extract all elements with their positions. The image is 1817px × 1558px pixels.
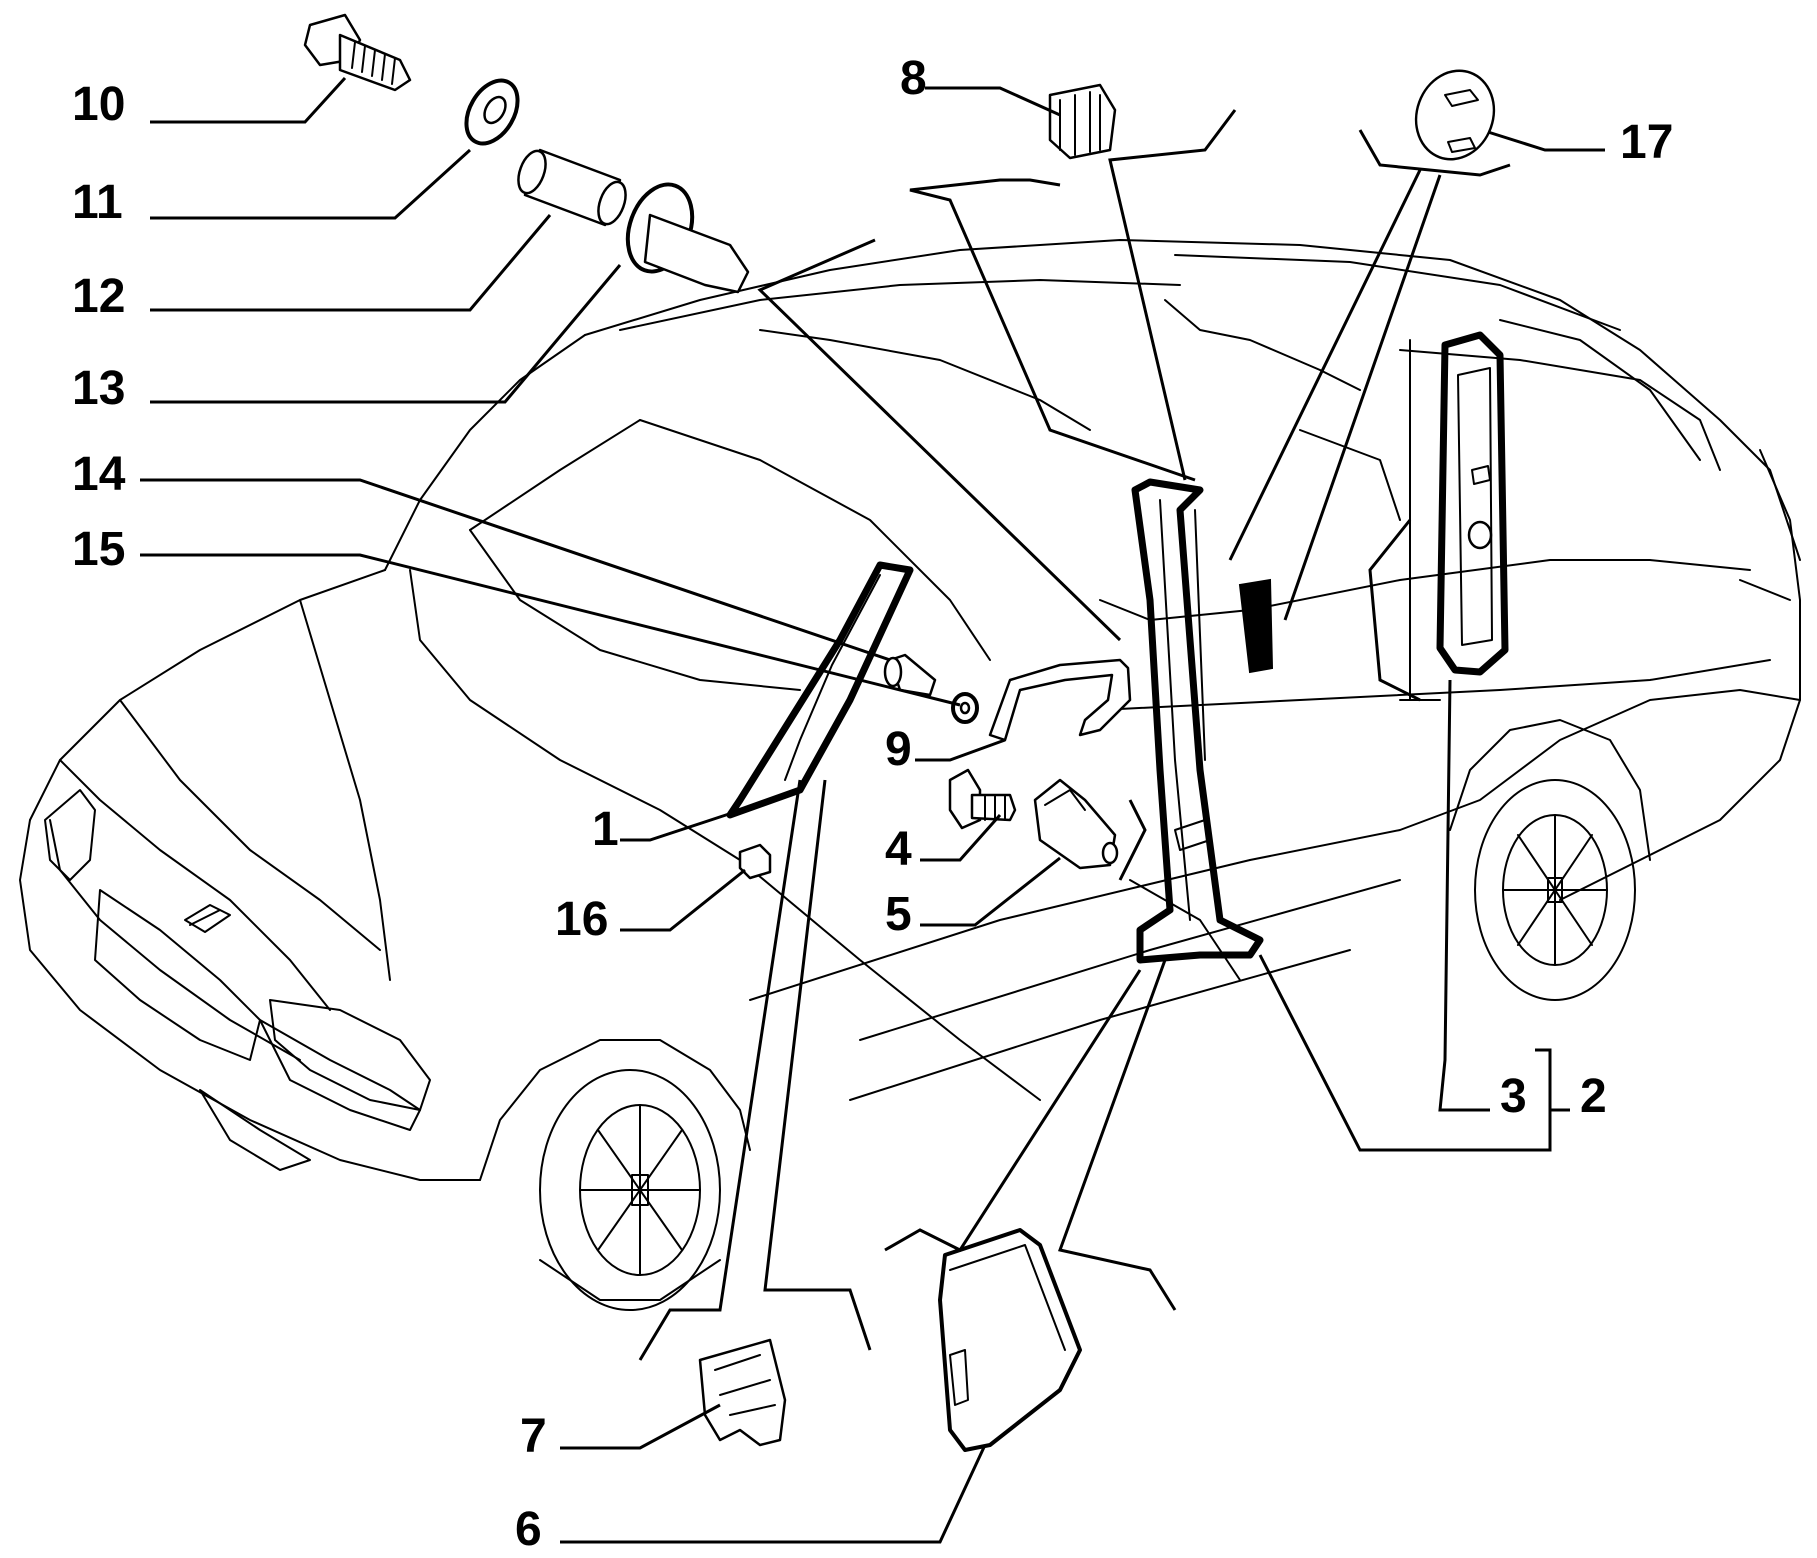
cover-part-6 [938, 1228, 1082, 1452]
bolt-part-14 [883, 653, 937, 697]
callout-6: 6 [515, 1503, 542, 1556]
callout-3: 3 [1500, 1070, 1527, 1123]
callout-2: 2 [1580, 1070, 1607, 1123]
washer-part-11 [464, 78, 520, 146]
a-pillar-trim-part-1 [726, 561, 914, 819]
seal-strip-part [1238, 578, 1274, 674]
callout-14: 14 [72, 448, 126, 501]
callout-13: 13 [72, 362, 125, 415]
callout-10: 10 [72, 78, 125, 131]
spacer-part-12 [517, 148, 627, 227]
washer-part-15 [951, 692, 979, 724]
callout-4: 4 [885, 823, 912, 876]
block-part-16 [738, 843, 772, 880]
callout-5: 5 [885, 888, 912, 941]
callout-1: 1 [592, 803, 619, 856]
clip-part-8 [1048, 83, 1117, 160]
bracket-part-7 [698, 1338, 787, 1447]
clip-part-13 [625, 182, 750, 294]
callout-15: 15 [72, 523, 125, 576]
car-body-outline [19, 239, 1801, 1311]
block-part-5 [1033, 778, 1119, 870]
cap-part-17 [1414, 69, 1496, 161]
screw-part-4 [948, 768, 1017, 830]
callout-11: 11 [72, 176, 123, 229]
bracket-part-9 [988, 658, 1132, 742]
callout-7: 7 [520, 1410, 547, 1463]
callout-labels: 10 11 12 13 14 15 8 17 9 1 4 5 16 3 2 7 … [72, 52, 1673, 1556]
bolt-part-10 [303, 13, 412, 92]
trim-panel-part-2 [1436, 331, 1509, 676]
callout-16: 16 [555, 893, 608, 946]
b-pillar-trim-part-3 [1131, 478, 1264, 964]
callout-17: 17 [1620, 116, 1673, 169]
callout-9: 9 [885, 723, 912, 776]
callout-8: 8 [900, 52, 927, 105]
leader-lines [140, 76, 1605, 1544]
callout-12: 12 [72, 270, 125, 323]
